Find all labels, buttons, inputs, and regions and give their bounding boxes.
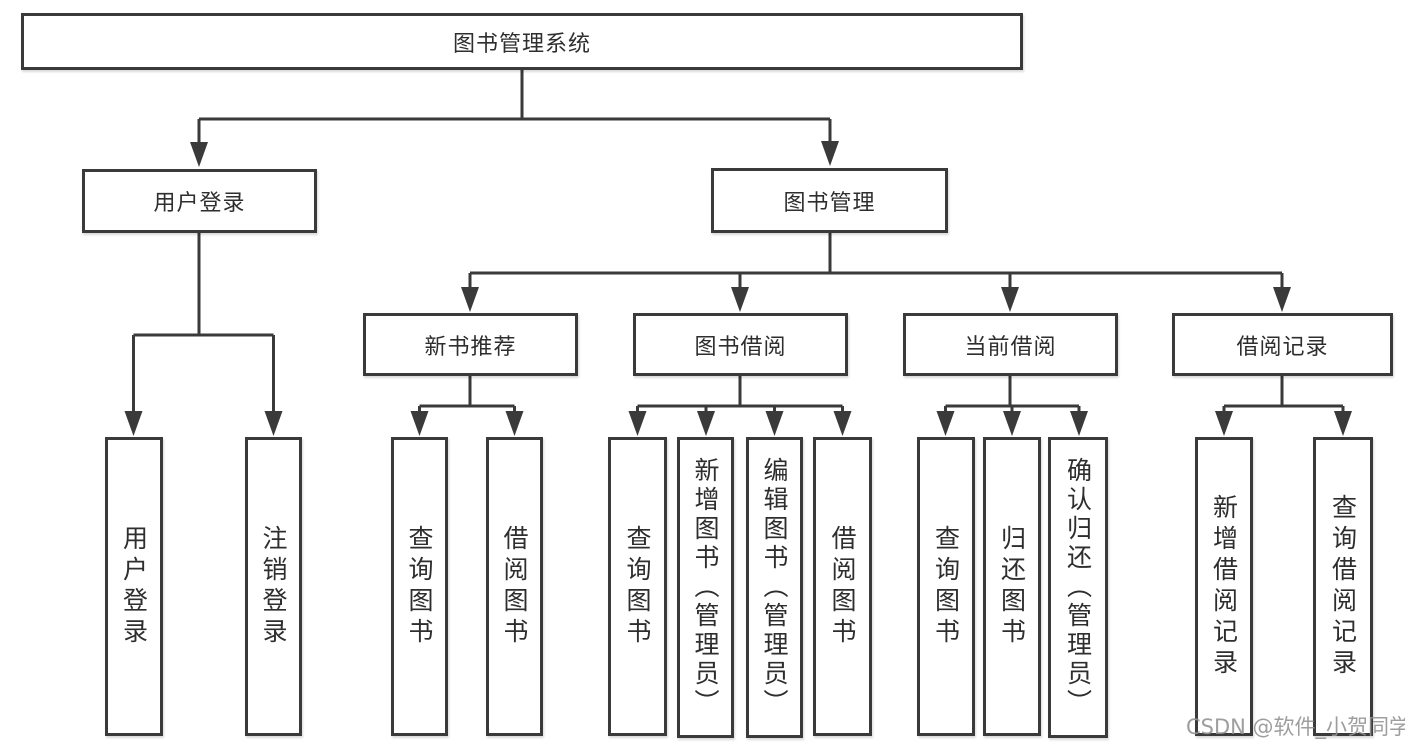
- leaf-borrowing-borrow-books: 借阅图书: [813, 437, 872, 736]
- leaf-borrowing-borrow-books-label: 借阅图书: [828, 524, 857, 649]
- node-current-borrowing: 当前借阅: [903, 313, 1118, 376]
- leaf-borrowing-edit-books-admin: 编辑图书（管理员）: [746, 437, 803, 738]
- leaf-user-login: 用户登录: [105, 437, 163, 736]
- node-book-management-label: 图书管理: [783, 190, 876, 216]
- leaf-recommend-query-books: 查询图书: [391, 437, 448, 736]
- node-current-borrowing-label: 当前借阅: [964, 334, 1057, 360]
- node-book-borrowing-label: 图书借阅: [694, 334, 787, 360]
- node-root-system: 图书管理系统: [21, 13, 1023, 70]
- csdn-watermark: CSDN @软件_小贺同学: [1186, 715, 1405, 739]
- leaf-records-query-borrow-record: 查询借阅记录: [1313, 437, 1373, 736]
- node-borrow-records-label: 借阅记录: [1236, 334, 1329, 360]
- leaf-borrowing-query-books-label: 查询图书: [623, 524, 652, 649]
- leaf-current-return-books-label: 归还图书: [997, 524, 1027, 649]
- leaf-recommend-query-books-label: 查询图书: [405, 524, 434, 649]
- leaf-records-query-borrow-record-label: 查询借阅记录: [1328, 493, 1358, 680]
- leaf-records-add-borrow-record-label: 新增借阅记录: [1209, 493, 1239, 680]
- leaf-borrowing-query-books: 查询图书: [608, 437, 667, 736]
- leaf-user-login-label: 用户登录: [119, 524, 149, 649]
- leaf-borrowing-add-books-admin-label: 新增图书（管理员）: [691, 457, 720, 718]
- leaf-logout-login: 注销登录: [245, 437, 302, 736]
- node-borrow-records: 借阅记录: [1172, 313, 1393, 376]
- leaf-current-return-books: 归还图书: [983, 437, 1041, 736]
- node-new-book-recommend-label: 新书推荐: [424, 334, 517, 360]
- node-user-login-label: 用户登录: [153, 191, 246, 216]
- node-new-book-recommend: 新书推荐: [363, 313, 578, 376]
- leaf-borrowing-edit-books-admin-label: 编辑图书（管理员）: [760, 457, 789, 718]
- leaf-records-add-borrow-record: 新增借阅记录: [1195, 437, 1253, 736]
- leaf-logout-login-label: 注销登录: [259, 524, 288, 649]
- node-book-borrowing: 图书借阅: [633, 313, 848, 376]
- leaf-borrowing-add-books-admin: 新增图书（管理员）: [677, 437, 734, 738]
- node-book-management: 图书管理: [711, 168, 948, 233]
- leaf-current-query-books: 查询图书: [917, 437, 975, 736]
- leaf-recommend-borrow-books-label: 借阅图书: [500, 524, 529, 649]
- node-root-system-label: 图书管理系统: [452, 31, 591, 57]
- leaf-current-confirm-return-admin-label: 确认归还（管理员）: [1063, 457, 1093, 718]
- leaf-recommend-borrow-books: 借阅图书: [486, 437, 543, 736]
- node-user-login: 用户登录: [82, 169, 317, 233]
- leaf-current-query-books-label: 查询图书: [931, 524, 961, 649]
- leaf-current-confirm-return-admin: 确认归还（管理员）: [1048, 437, 1108, 738]
